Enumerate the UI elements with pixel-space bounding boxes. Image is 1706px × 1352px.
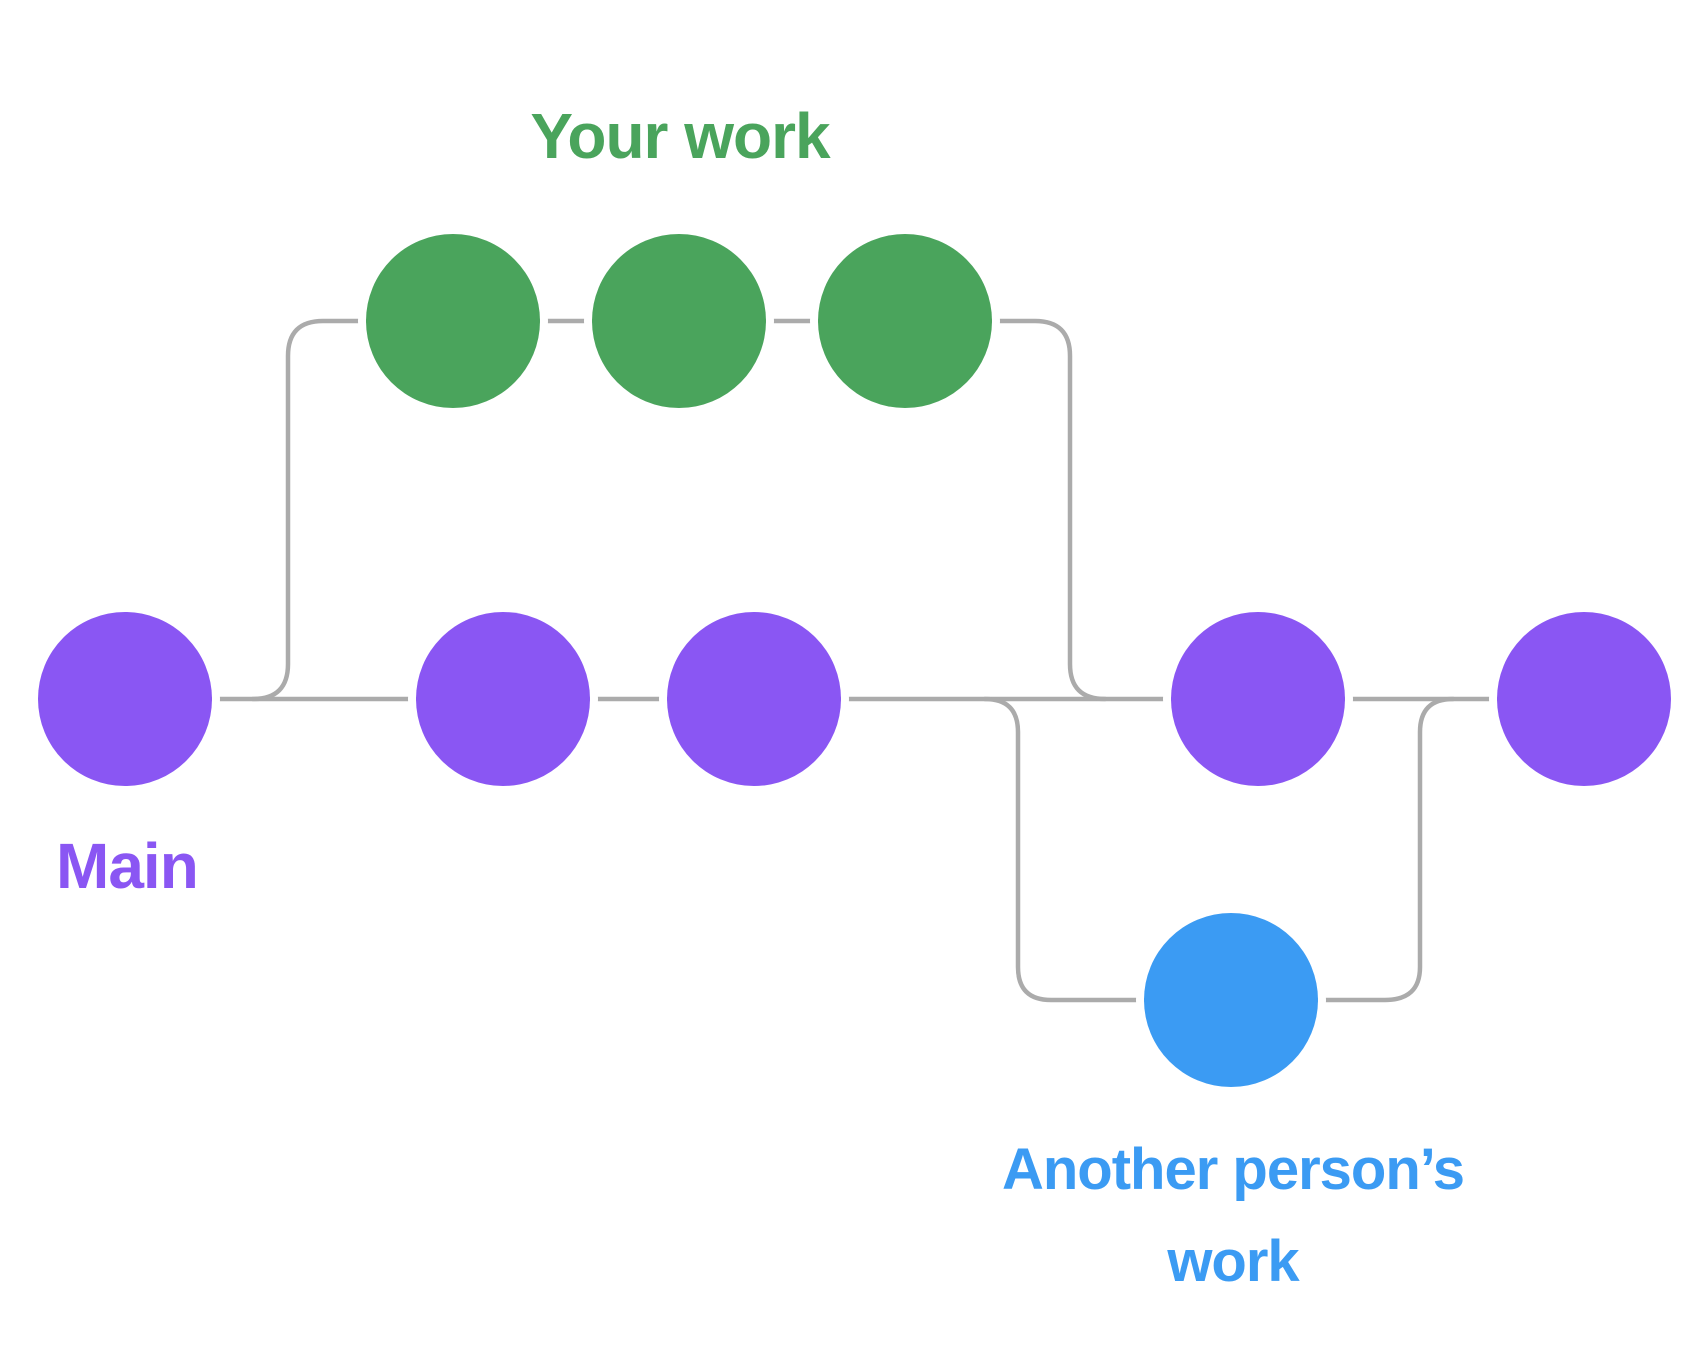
your-work-node-gap-ring [584,226,774,416]
another-person-work-label-line2: work [1167,1229,1299,1294]
main-node-gap-ring [1163,604,1353,794]
main-branch-label: Main [56,830,199,902]
your-work-commit-node [818,234,992,408]
main-node-gap-ring [408,604,598,794]
main-commit-node [1171,612,1345,786]
another-person-node-gap-ring [1136,905,1326,1095]
your-work-node-gap-ring [810,226,1000,416]
main-commit-node [667,612,841,786]
another-person-work-label: Another person’s work [1001,1124,1465,1308]
main-node-gap-ring [1489,604,1679,794]
your-work-commit-node [592,234,766,408]
another-person-commit-node [1144,913,1318,1087]
main-commit-node [1497,612,1671,786]
main-node-gap-ring [30,604,220,794]
main-node-gap-ring [659,604,849,794]
another-person-work-label-line1: Another person’s [1001,1137,1465,1202]
main-commit-node [416,612,590,786]
your-work-node-gap-ring [358,226,548,416]
your-work-label: Your work [530,100,830,172]
main-commit-node [38,612,212,786]
your-work-commit-node [366,234,540,408]
